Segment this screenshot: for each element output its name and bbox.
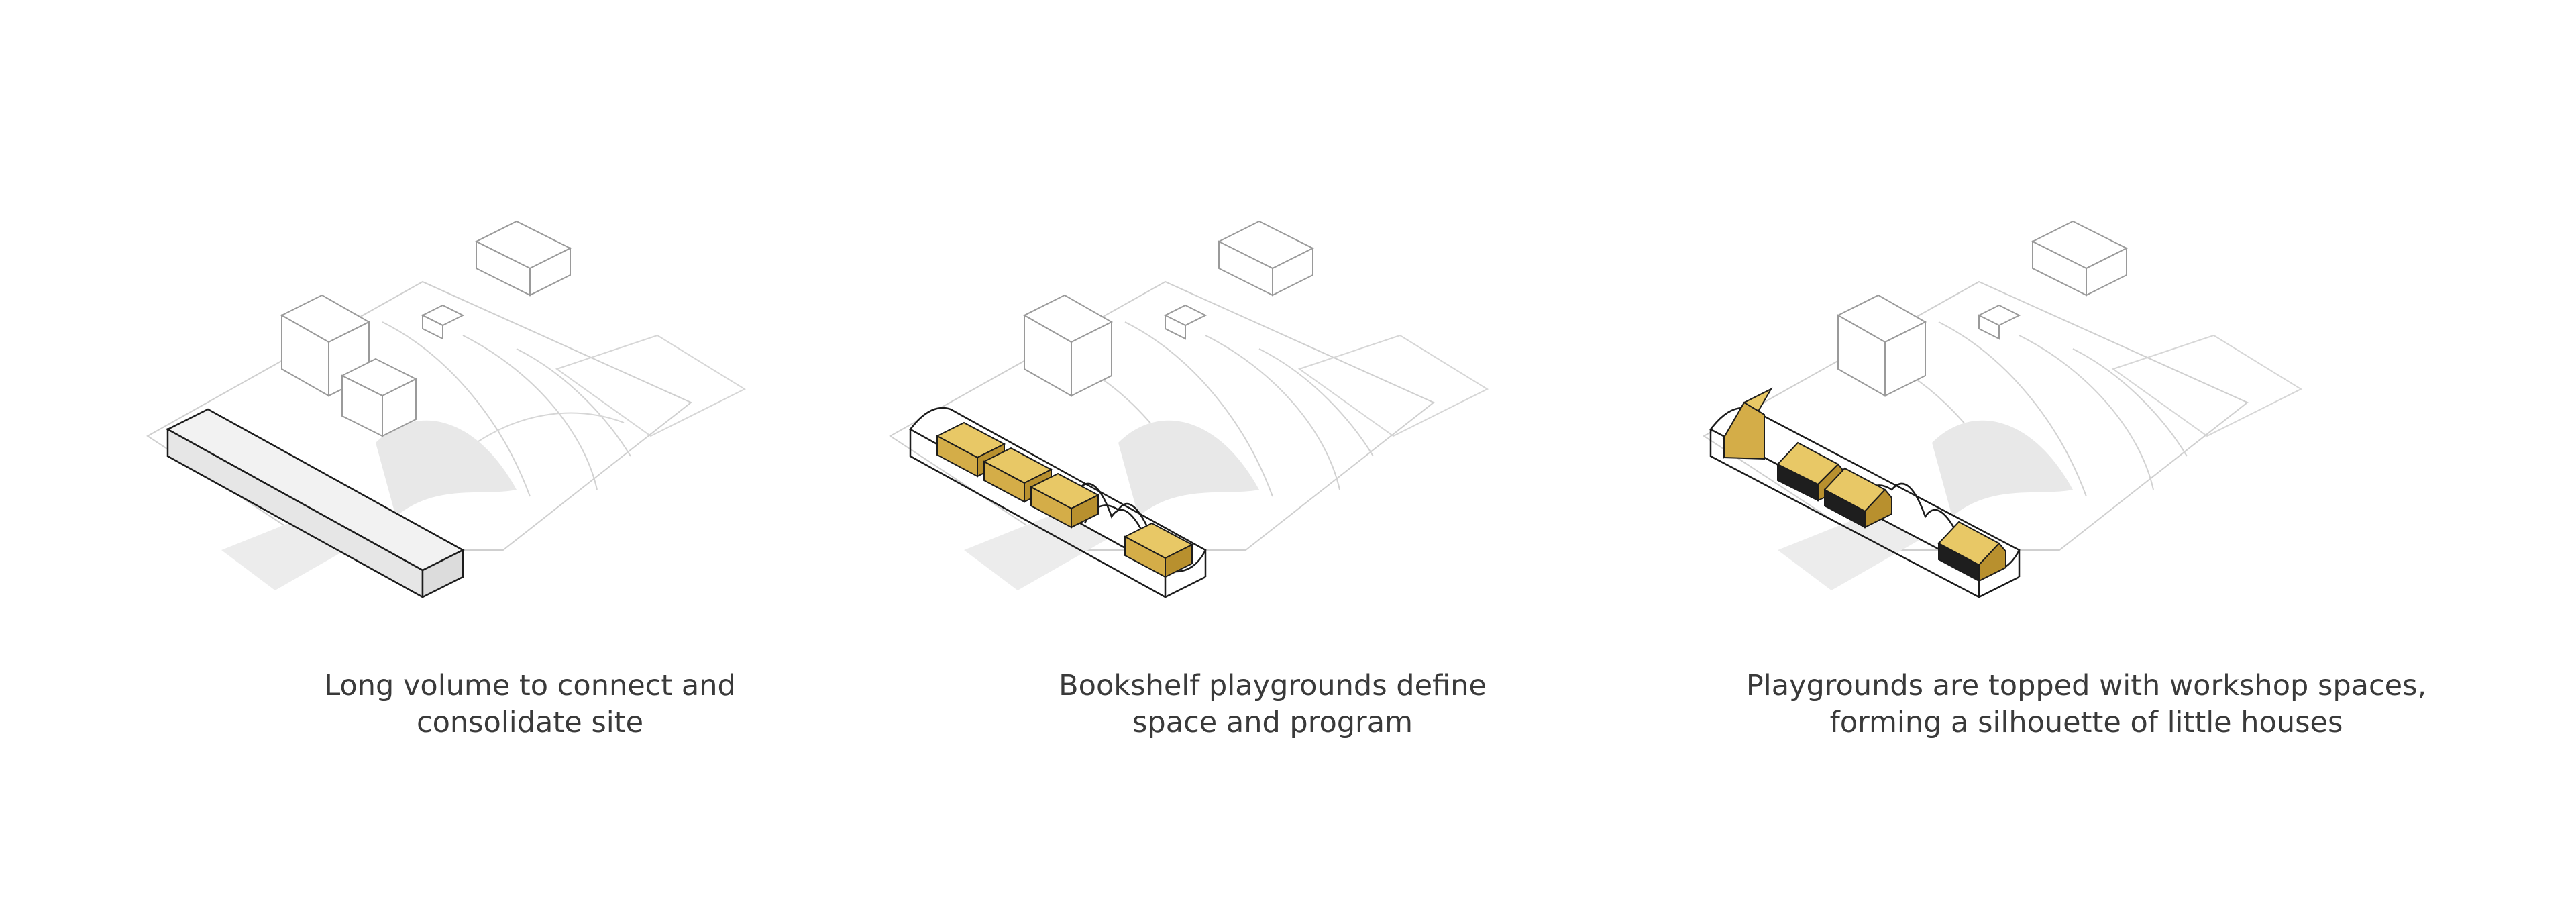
long-volume xyxy=(166,408,465,599)
axonometric-drawing-bookshelf xyxy=(889,220,1489,599)
workshop-house-4 xyxy=(1937,521,2006,582)
caption: Playgrounds are topped with workshop spa… xyxy=(1657,667,2516,741)
existing-buildings xyxy=(280,220,572,437)
axonometric-drawing-volume xyxy=(146,220,747,599)
workshop-house-3 xyxy=(1823,467,1892,529)
existing-buildings xyxy=(1022,220,1315,397)
caption-line-2: space and program xyxy=(1132,706,1413,739)
workshop-house-1 xyxy=(1722,387,1773,460)
diagram-panel-1: Long volume to connect and consolidate s… xyxy=(101,201,959,859)
axonometric-drawing-houses xyxy=(1703,220,2303,599)
bookshelf-playground-4 xyxy=(1123,522,1194,578)
caption-line-1: Bookshelf playgrounds define xyxy=(1059,669,1487,702)
caption: Long volume to connect and consolidate s… xyxy=(101,667,959,741)
caption: Bookshelf playgrounds define space and p… xyxy=(843,667,1702,741)
caption-line-1: Long volume to connect and xyxy=(324,669,736,702)
bookshelf-playground-3 xyxy=(1029,472,1100,529)
diagram-panel-2: Bookshelf playgrounds define space and p… xyxy=(843,201,1702,859)
terrain-shadow xyxy=(964,420,1259,590)
caption-line-2: forming a silhouette of little houses xyxy=(1829,706,2343,739)
caption-line-2: consolidate site xyxy=(416,706,644,739)
existing-buildings xyxy=(1836,220,2129,397)
terrain-shadow xyxy=(1778,420,2073,590)
diagram-panel-3: Playgrounds are topped with workshop spa… xyxy=(1657,201,2516,859)
caption-line-1: Playgrounds are topped with workshop spa… xyxy=(1746,669,2427,702)
